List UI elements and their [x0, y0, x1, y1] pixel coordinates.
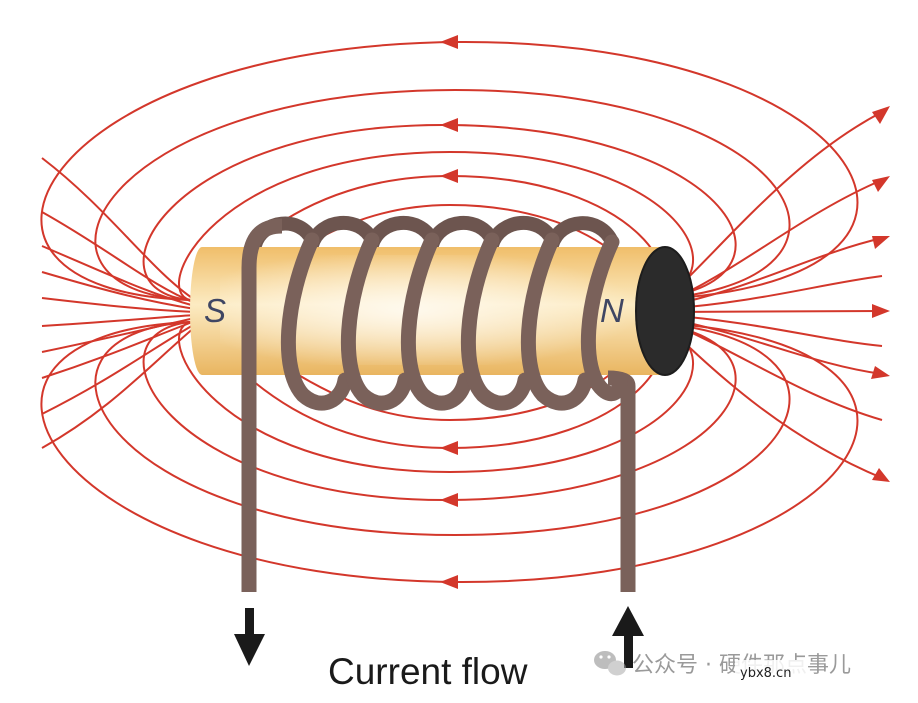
coil-turn-front — [340, 232, 413, 411]
field-line — [41, 211, 196, 304]
field-line — [664, 237, 883, 307]
field-line — [94, 88, 791, 301]
coil-turn-front — [400, 232, 473, 411]
field-line — [40, 321, 859, 584]
arrow-up-icon — [612, 606, 644, 668]
field-arrow — [872, 304, 890, 318]
field-line — [94, 321, 791, 537]
field-line — [664, 111, 883, 301]
field-line — [178, 150, 694, 301]
field-arrow — [872, 236, 890, 249]
caption-current-flow: Current flow — [328, 651, 528, 692]
field-line — [41, 317, 196, 353]
south-pole-label: S — [204, 292, 226, 329]
field-arrows — [440, 35, 890, 589]
core-end-rim — [635, 246, 695, 376]
field-line — [178, 321, 694, 474]
watermark-site: ybx8.cn — [740, 666, 791, 681]
coil-turn-front — [460, 232, 533, 411]
field-line — [41, 297, 196, 313]
coil-front-turns — [280, 232, 628, 411]
field-line — [41, 314, 196, 327]
coil-turn-back — [305, 216, 379, 252]
field-line — [41, 320, 196, 379]
field-line — [41, 245, 196, 307]
coil-turn-back — [545, 216, 619, 252]
coil-turn-back — [425, 216, 499, 252]
field-line — [41, 157, 196, 301]
field-arrow — [872, 468, 890, 482]
field-line — [41, 271, 196, 310]
core-end-face — [636, 247, 694, 375]
watermark-site-bg — [735, 660, 807, 684]
coil-turn-back — [365, 216, 439, 252]
wechat-icon — [594, 651, 626, 676]
field-arrow — [440, 35, 458, 49]
field-line — [664, 314, 883, 347]
field-line — [40, 40, 859, 301]
field-arrow — [872, 176, 890, 192]
coil-turn-back — [485, 216, 559, 252]
field-line — [664, 317, 883, 375]
arrow-down-icon — [234, 608, 265, 666]
field-arrow — [440, 169, 458, 183]
field-arrow — [440, 118, 458, 132]
field-arrow — [440, 575, 458, 589]
left-lead-wire — [241, 218, 283, 592]
field-arrow — [871, 366, 890, 379]
field-line — [664, 179, 883, 304]
field-line — [41, 323, 196, 415]
coil-turn-front — [580, 234, 628, 402]
watermark: 公众号 · 硬件那点事儿 ybx8.cn — [594, 651, 851, 684]
field-line — [664, 275, 883, 310]
coil-turn-front — [280, 232, 353, 411]
field-arrow — [440, 493, 458, 507]
field-line — [664, 310, 883, 313]
field-line — [41, 326, 196, 449]
field-arrow — [440, 441, 458, 455]
north-pole-label: N — [600, 292, 624, 329]
field-arrow — [872, 106, 890, 124]
coil-turn-front — [520, 232, 593, 411]
field-line — [664, 320, 883, 421]
